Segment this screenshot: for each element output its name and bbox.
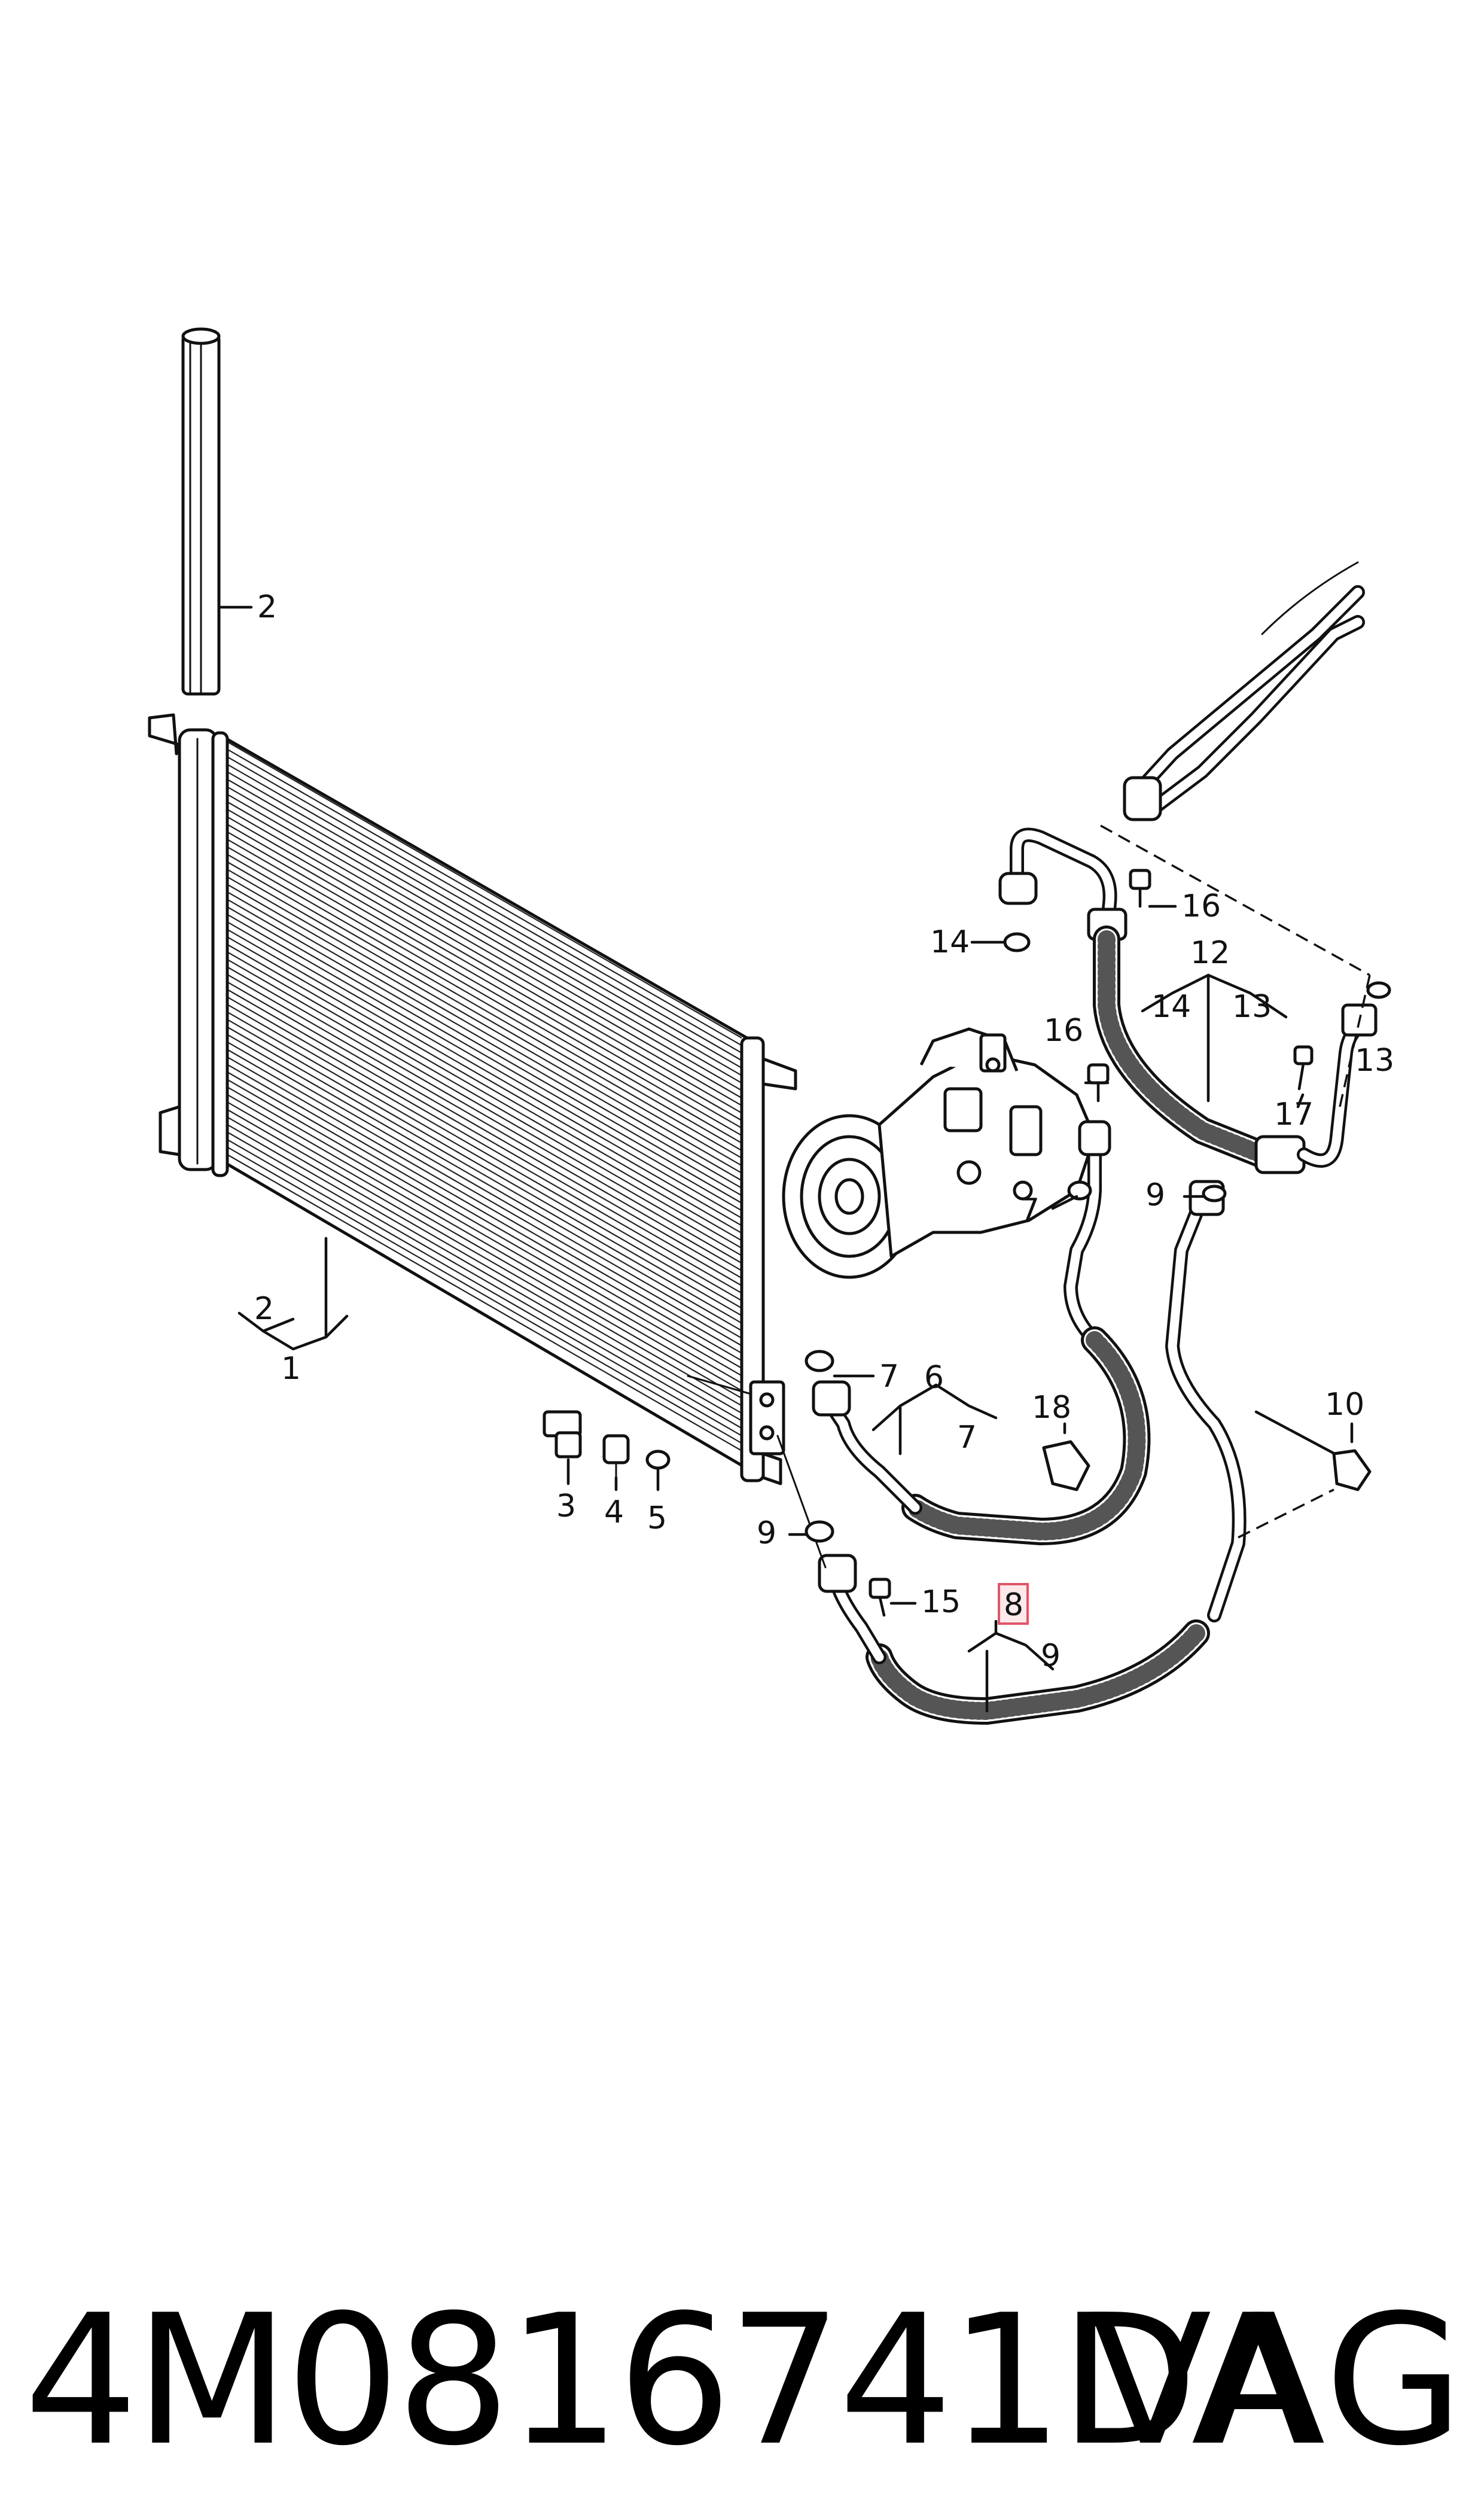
part-number: 4M0816741DA	[24, 2276, 1314, 2485]
callouts: 2 2 1 3 4 5 7 6 7 7 9 15 8 9 18 10 14 16…	[254, 589, 1394, 1674]
condenser-fin	[227, 989, 742, 1286]
condenser-fin	[227, 943, 742, 1241]
callout-10: 10	[1325, 1387, 1364, 1423]
callout-14-a: 14	[930, 924, 970, 960]
condenser-fin	[227, 1116, 742, 1414]
condenser-fin	[227, 793, 742, 1091]
condenser-fin	[227, 1086, 742, 1384]
callout-13-b: 13	[1355, 1043, 1394, 1079]
condenser-fin	[227, 808, 742, 1106]
condenser-fin	[227, 921, 742, 1219]
callout-2-top: 2	[257, 589, 277, 625]
callout-15: 15	[921, 1584, 961, 1620]
callout-7-a: 7	[879, 1359, 899, 1395]
callout-7-b: 7	[957, 1420, 977, 1456]
condenser-fin	[227, 1049, 742, 1347]
condenser-fin	[227, 741, 742, 1039]
condenser-fin	[227, 1146, 742, 1444]
callout-5: 5	[647, 1500, 667, 1536]
callout-16-a: 16	[1181, 888, 1221, 924]
hose-assembly-12	[998, 561, 1378, 1174]
condenser-fin	[227, 1004, 742, 1302]
condenser-fin	[227, 1101, 742, 1399]
condenser-fin	[227, 1064, 742, 1362]
condenser-fin	[227, 1123, 742, 1421]
condenser-fin	[227, 981, 742, 1279]
condenser-fin	[227, 839, 742, 1137]
condenser-fin	[227, 966, 742, 1264]
condenser-fin	[227, 1154, 742, 1451]
condenser-fin	[227, 996, 742, 1294]
condenser-fin	[227, 748, 742, 1046]
condenser-fin	[227, 778, 742, 1076]
condenser-fin	[227, 1109, 742, 1406]
condenser-fin	[227, 846, 742, 1144]
parts-diagram: 2 2 1 3 4 5 7 6 7 7 9 15 8 9 18 10 14 16…	[148, 327, 1394, 1725]
condenser-fin	[227, 1026, 742, 1324]
condenser-fin	[227, 786, 742, 1084]
brand-label: VAG	[1089, 2276, 1466, 2485]
callout-8: 8	[1004, 1587, 1023, 1623]
condenser-fin	[227, 801, 742, 1099]
condenser-fin	[227, 763, 742, 1061]
condenser-fin	[227, 1019, 742, 1317]
condenser-fin	[227, 1131, 742, 1429]
condenser-fin	[227, 914, 742, 1211]
callout-2-bottom: 2	[254, 1291, 274, 1327]
hose-assembly-6	[812, 1120, 1151, 1545]
condenser-fin	[227, 1056, 742, 1354]
callout-4: 4	[604, 1494, 624, 1530]
condenser-fin	[227, 854, 742, 1152]
hose-assembly-8	[776, 1180, 1334, 1725]
condenser-fin	[227, 824, 742, 1121]
condenser-fin	[227, 1011, 742, 1309]
callout-16-b: 16	[1044, 1013, 1083, 1049]
condenser-fin	[227, 1034, 742, 1332]
drier-tube	[181, 327, 221, 696]
leader-lines	[217, 605, 1354, 1713]
callout-13-a: 13	[1232, 989, 1272, 1025]
highlight-box-8	[998, 1583, 1029, 1625]
condenser-fin	[227, 891, 742, 1189]
condenser-fin	[227, 899, 742, 1196]
condenser-fin	[227, 771, 742, 1069]
condenser-fin	[227, 936, 742, 1234]
compressor	[782, 1027, 1096, 1279]
callout-3: 3	[556, 1488, 576, 1524]
condenser-fin	[227, 1041, 742, 1339]
callout-9-c: 9	[1145, 1177, 1165, 1213]
condenser-fin	[227, 831, 742, 1129]
small-parts	[543, 869, 1391, 1617]
condenser-fin	[227, 876, 742, 1174]
condenser-fin	[227, 928, 742, 1226]
callout-9-a: 9	[757, 1515, 776, 1551]
footer: 4M0816741DA VAG	[0, 2261, 1484, 2513]
condenser	[148, 713, 797, 1485]
condenser-fin	[227, 816, 742, 1114]
condenser-fin	[227, 958, 742, 1256]
callout-6: 6	[924, 1360, 944, 1396]
condenser-fin	[227, 1138, 742, 1436]
callout-18: 18	[1032, 1390, 1071, 1426]
condenser-fin	[227, 1071, 742, 1369]
condenser-fin	[227, 973, 742, 1271]
condenser-fin	[227, 906, 742, 1204]
condenser-fin	[227, 861, 742, 1159]
callout-12: 12	[1190, 935, 1230, 971]
condenser-fin	[227, 1094, 742, 1392]
condenser-fin	[227, 884, 742, 1182]
callout-9-b: 9	[1041, 1638, 1061, 1674]
condenser-fin	[227, 951, 742, 1249]
callout-14-b: 14	[1151, 989, 1191, 1025]
callout-17: 17	[1274, 1097, 1314, 1132]
condenser-fin	[227, 869, 742, 1167]
callout-7-c: 7	[1020, 1192, 1040, 1228]
condenser-fin	[227, 1079, 742, 1377]
callout-1: 1	[281, 1351, 301, 1387]
condenser-fin	[227, 756, 742, 1054]
